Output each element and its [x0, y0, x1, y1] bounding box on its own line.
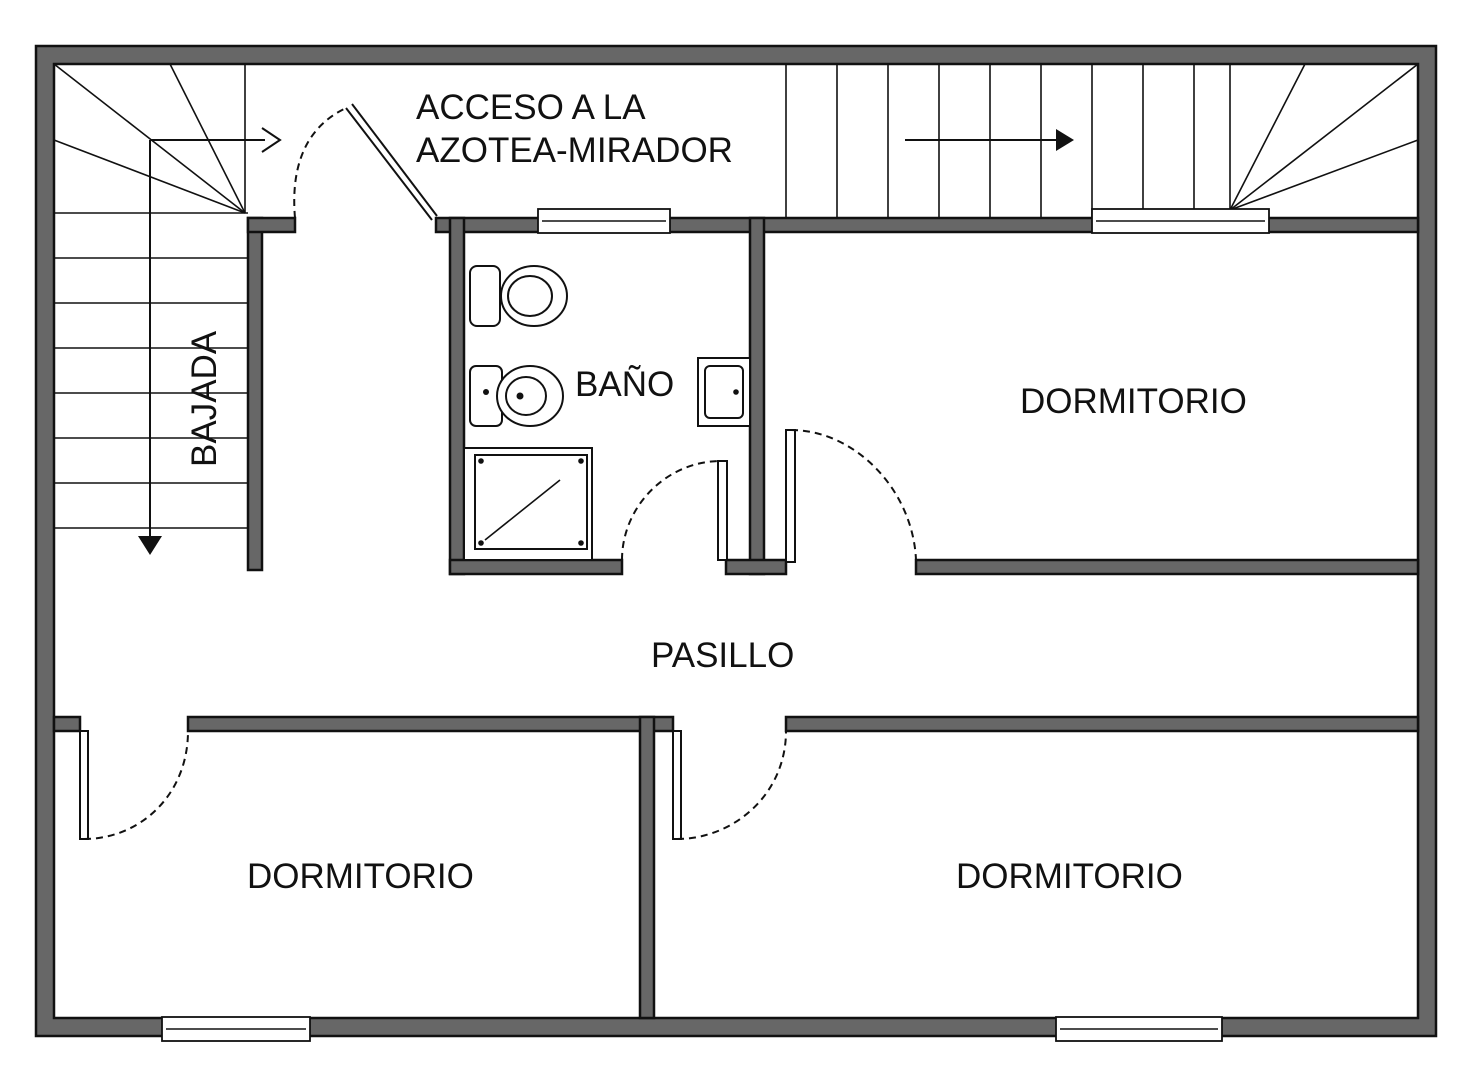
windows: [161, 208, 1270, 1042]
bathroom-label: BAÑO: [575, 365, 674, 404]
toilet-icon: [469, 265, 568, 327]
bedroom-label-bottom-left: DORMITORIO: [247, 857, 474, 896]
door-bedroom-bottom-left: [79, 730, 189, 840]
hallway-label: PASILLO: [651, 636, 794, 675]
exterior-wall: [34, 44, 1438, 1038]
access-door: [293, 103, 438, 221]
access-label-line1: ACCESO A LA: [416, 88, 646, 127]
arrow-right-icon: [261, 127, 282, 153]
stairs-label: BAJADA: [185, 330, 224, 467]
bidet-icon: [469, 365, 564, 427]
shower-tray-icon: [463, 447, 593, 561]
bedroom-label-top-right: DORMITORIO: [1020, 382, 1247, 421]
door-bedroom-top-right: [785, 429, 917, 563]
interior-walls: [52, 216, 1420, 1020]
stairs-up: [785, 63, 1419, 218]
door-bedroom-bottom-right: [672, 730, 787, 840]
sink-icon: [697, 357, 751, 427]
arrow-down-icon: [138, 536, 162, 555]
bedroom-label-bottom-right: DORMITORIO: [956, 857, 1183, 896]
arrow-right-icon: [1056, 129, 1074, 151]
access-label-line2: AZOTEA-MIRADOR: [416, 131, 733, 170]
door-bathroom: [621, 460, 728, 561]
stairs-down: [53, 63, 265, 540]
